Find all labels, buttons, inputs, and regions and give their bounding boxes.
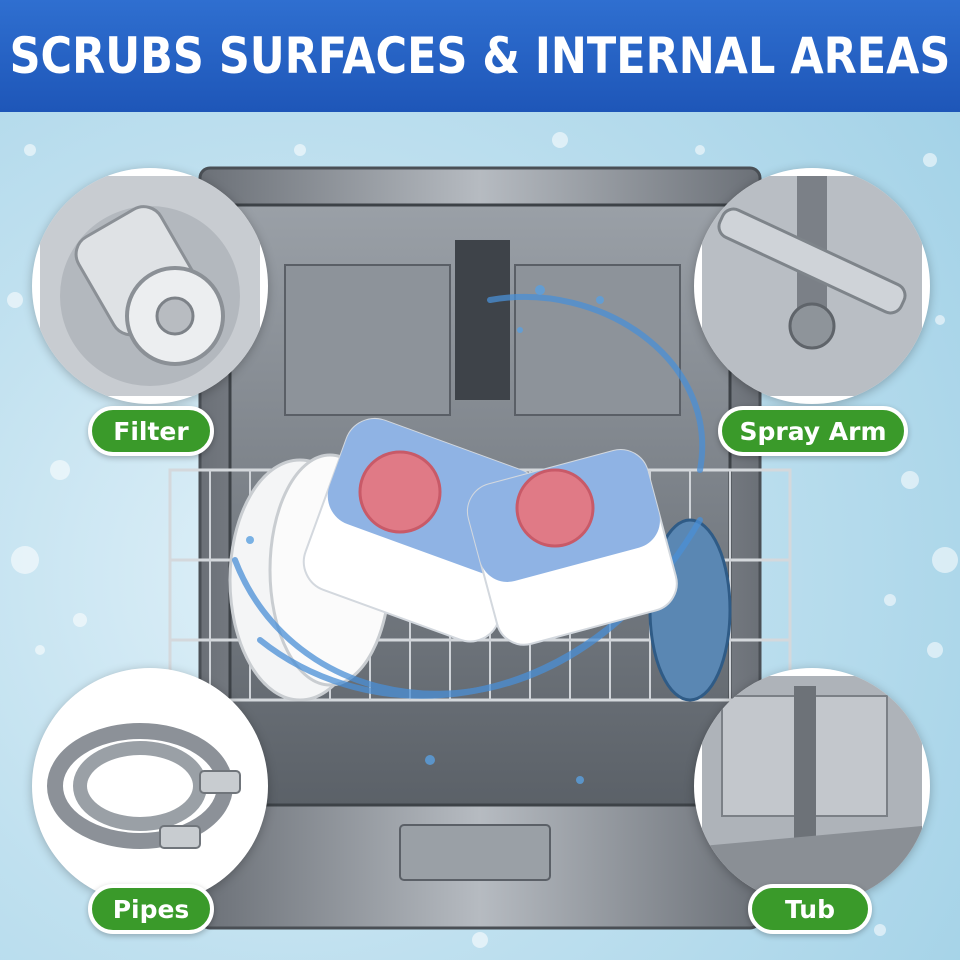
tub-icon (702, 676, 922, 896)
filter-label: Filter (88, 406, 214, 456)
spray-arm-zoom-circle (694, 168, 930, 404)
pipes-label: Pipes (88, 884, 214, 934)
tub-zoom-circle (694, 668, 930, 904)
pipes-zoom-circle (32, 668, 268, 904)
spray-arm-icon (702, 176, 922, 396)
pipes-icon (40, 676, 260, 896)
filter-icon (40, 176, 260, 396)
tub-label: Tub (748, 884, 872, 934)
header-banner: SCRUBS SURFACES & INTERNAL AREAS (0, 0, 960, 112)
filter-zoom-circle (32, 168, 268, 404)
page-title: SCRUBS SURFACES & INTERNAL AREAS (9, 27, 951, 85)
spray-arm-label: Spray Arm (718, 406, 908, 456)
cleaning-tablet-right (466, 449, 678, 646)
